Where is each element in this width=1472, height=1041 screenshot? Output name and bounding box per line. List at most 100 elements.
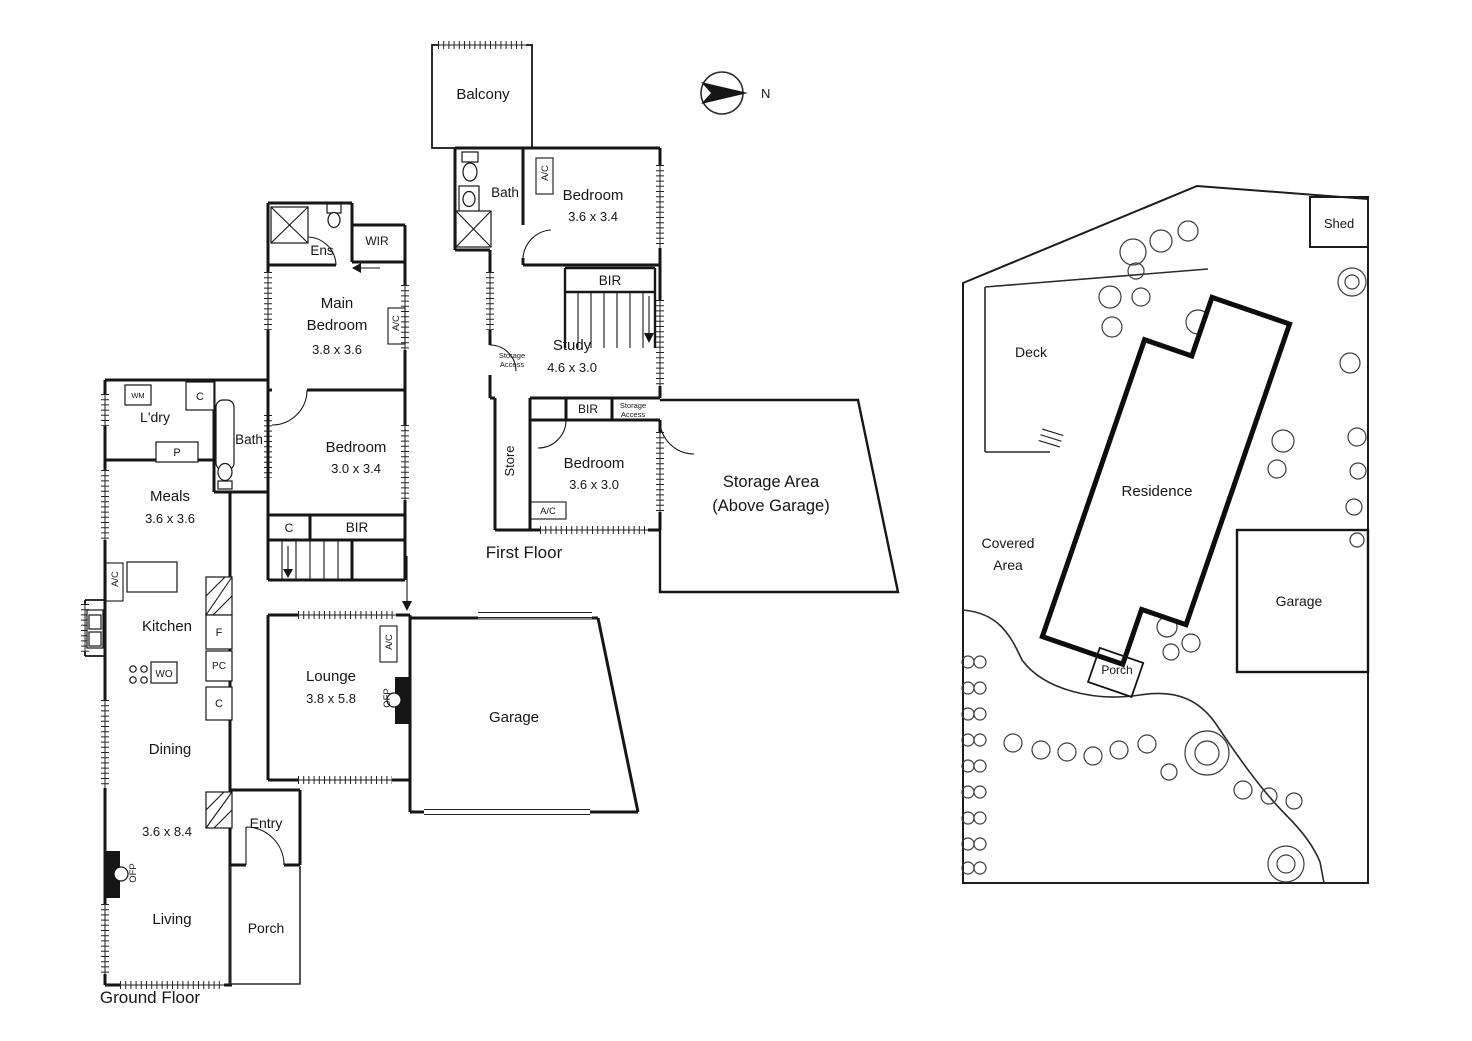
tree-icon (1349, 532, 1365, 548)
washing-machine-icon (124, 384, 152, 406)
ac-label: A/C (391, 315, 402, 331)
site-label-residence: Residence (1122, 483, 1193, 500)
toilet-icon (217, 480, 233, 490)
toilet-icon (327, 211, 341, 229)
tree-icon (1184, 730, 1230, 776)
tree-icon (1339, 352, 1361, 374)
wall-oven-label: WO (155, 669, 172, 680)
site-label-covered-2: Area (993, 557, 1023, 573)
tree-icon (1347, 427, 1367, 447)
size-label-meals: 3.6 x 3.6 (145, 511, 195, 526)
room-label-main-bedroom-1: Main (321, 295, 354, 312)
tree-icon (973, 861, 987, 875)
bathtub-icon (215, 399, 235, 471)
room-label-bedroom2: Bedroom (564, 455, 625, 472)
site-label-covered-1: Covered (982, 535, 1035, 551)
fireplace-icon (386, 692, 402, 708)
cupboard-box (205, 686, 233, 721)
deck-edges (984, 268, 1209, 453)
toilet-icon (461, 151, 479, 163)
tree-icon (973, 785, 987, 799)
ac-unit (387, 307, 406, 345)
room-label-porch: Porch (248, 920, 285, 936)
tree-icon (1127, 262, 1145, 280)
tree-icon (1267, 459, 1287, 479)
room-label-kitchen: Kitchen (142, 618, 192, 635)
tree-icon (1109, 740, 1129, 760)
stove-icon (129, 676, 137, 684)
size-label-bedroom3: 3.0 x 3.4 (331, 461, 381, 476)
bathroom-fixtures (270, 151, 492, 248)
room-label-meals: Meals (150, 488, 190, 505)
tree-icon (1177, 220, 1199, 242)
ground-floor-fixtures (86, 381, 410, 898)
pantry-box (155, 441, 199, 463)
site-porch-outline (1086, 646, 1145, 699)
tree-icon (973, 733, 987, 747)
room-label-bedroom3: Bedroom (326, 439, 387, 456)
ac-label: A/C (540, 165, 551, 181)
ground-floor-plan: WM C L'dry Bath P Meals 3.6 x 3.6 A/C Ki… (81, 378, 640, 1007)
tree-icon (1345, 498, 1363, 516)
toilet-icon (462, 162, 478, 182)
wall-oven-box (150, 661, 178, 684)
residence-outline (1039, 294, 1293, 668)
wm-label: WM (131, 391, 144, 400)
site-label-shed: Shed (1324, 216, 1354, 231)
first-floor-plan: Balcony Bath A/C Bedroom 3.6 x 3.4 Ens W… (264, 41, 900, 611)
tree-icon (1267, 845, 1305, 883)
fireplace-icon (113, 866, 129, 882)
entry-door-arc (245, 826, 285, 866)
tree-icon (1271, 429, 1295, 453)
ac-label: A/C (540, 506, 556, 517)
room-label-main-bedroom-2: Bedroom (307, 317, 368, 334)
tree-icon (973, 759, 987, 773)
room-label-entry: Entry (250, 815, 283, 831)
compass-north-label: N (761, 86, 770, 101)
ac-label: A/C (384, 634, 395, 650)
size-label-dining-living: 3.6 x 8.4 (142, 824, 192, 839)
storage-access-label-1a: Storage (499, 351, 525, 360)
tree-icon (1119, 238, 1147, 266)
sink-icon (462, 190, 476, 208)
room-label-study: Study (553, 337, 592, 354)
ac-unit (379, 625, 398, 663)
porch-outline (229, 866, 301, 985)
room-label-wir: WIR (365, 234, 389, 248)
bir-label: BIR (599, 273, 622, 288)
tree-icon (1349, 462, 1367, 480)
garden-edge-curve (962, 609, 1325, 884)
site-garage-outline (1235, 528, 1370, 674)
tree-icon (1162, 643, 1180, 661)
tree-icon (1344, 274, 1360, 290)
tree-icon (1031, 740, 1051, 760)
stair-arrows (283, 263, 654, 611)
storage-area-label-2: (Above Garage) (712, 497, 829, 515)
room-label-balcony: Balcony (456, 86, 510, 103)
size-label-bedroom2: 3.6 x 3.0 (569, 477, 619, 492)
bir-label: BIR (346, 520, 369, 535)
tree-icon (1194, 740, 1220, 766)
ofp-label: OFP (382, 688, 393, 708)
fridge-label: F (216, 627, 223, 639)
tree-icon (1083, 746, 1103, 766)
tree-icon (973, 707, 987, 721)
tree-icon (1337, 267, 1367, 297)
tree-icon (1260, 787, 1278, 805)
cupboard-label: C (285, 521, 294, 535)
tree-icon (1003, 733, 1023, 753)
compass-icon: N (700, 71, 770, 115)
size-label-lounge: 3.8 x 5.8 (306, 691, 356, 706)
cupboard-box (185, 381, 215, 411)
kitchen-bench (126, 561, 178, 593)
room-label-dining: Dining (149, 741, 192, 758)
sink-icon (88, 631, 102, 647)
storage-access-label-1b: Access (500, 360, 524, 369)
ac-unit (105, 562, 124, 602)
tree-icon (973, 837, 987, 851)
ac-unit (535, 157, 554, 195)
fireplace-icon (395, 677, 410, 724)
tree-icon (1057, 742, 1077, 762)
